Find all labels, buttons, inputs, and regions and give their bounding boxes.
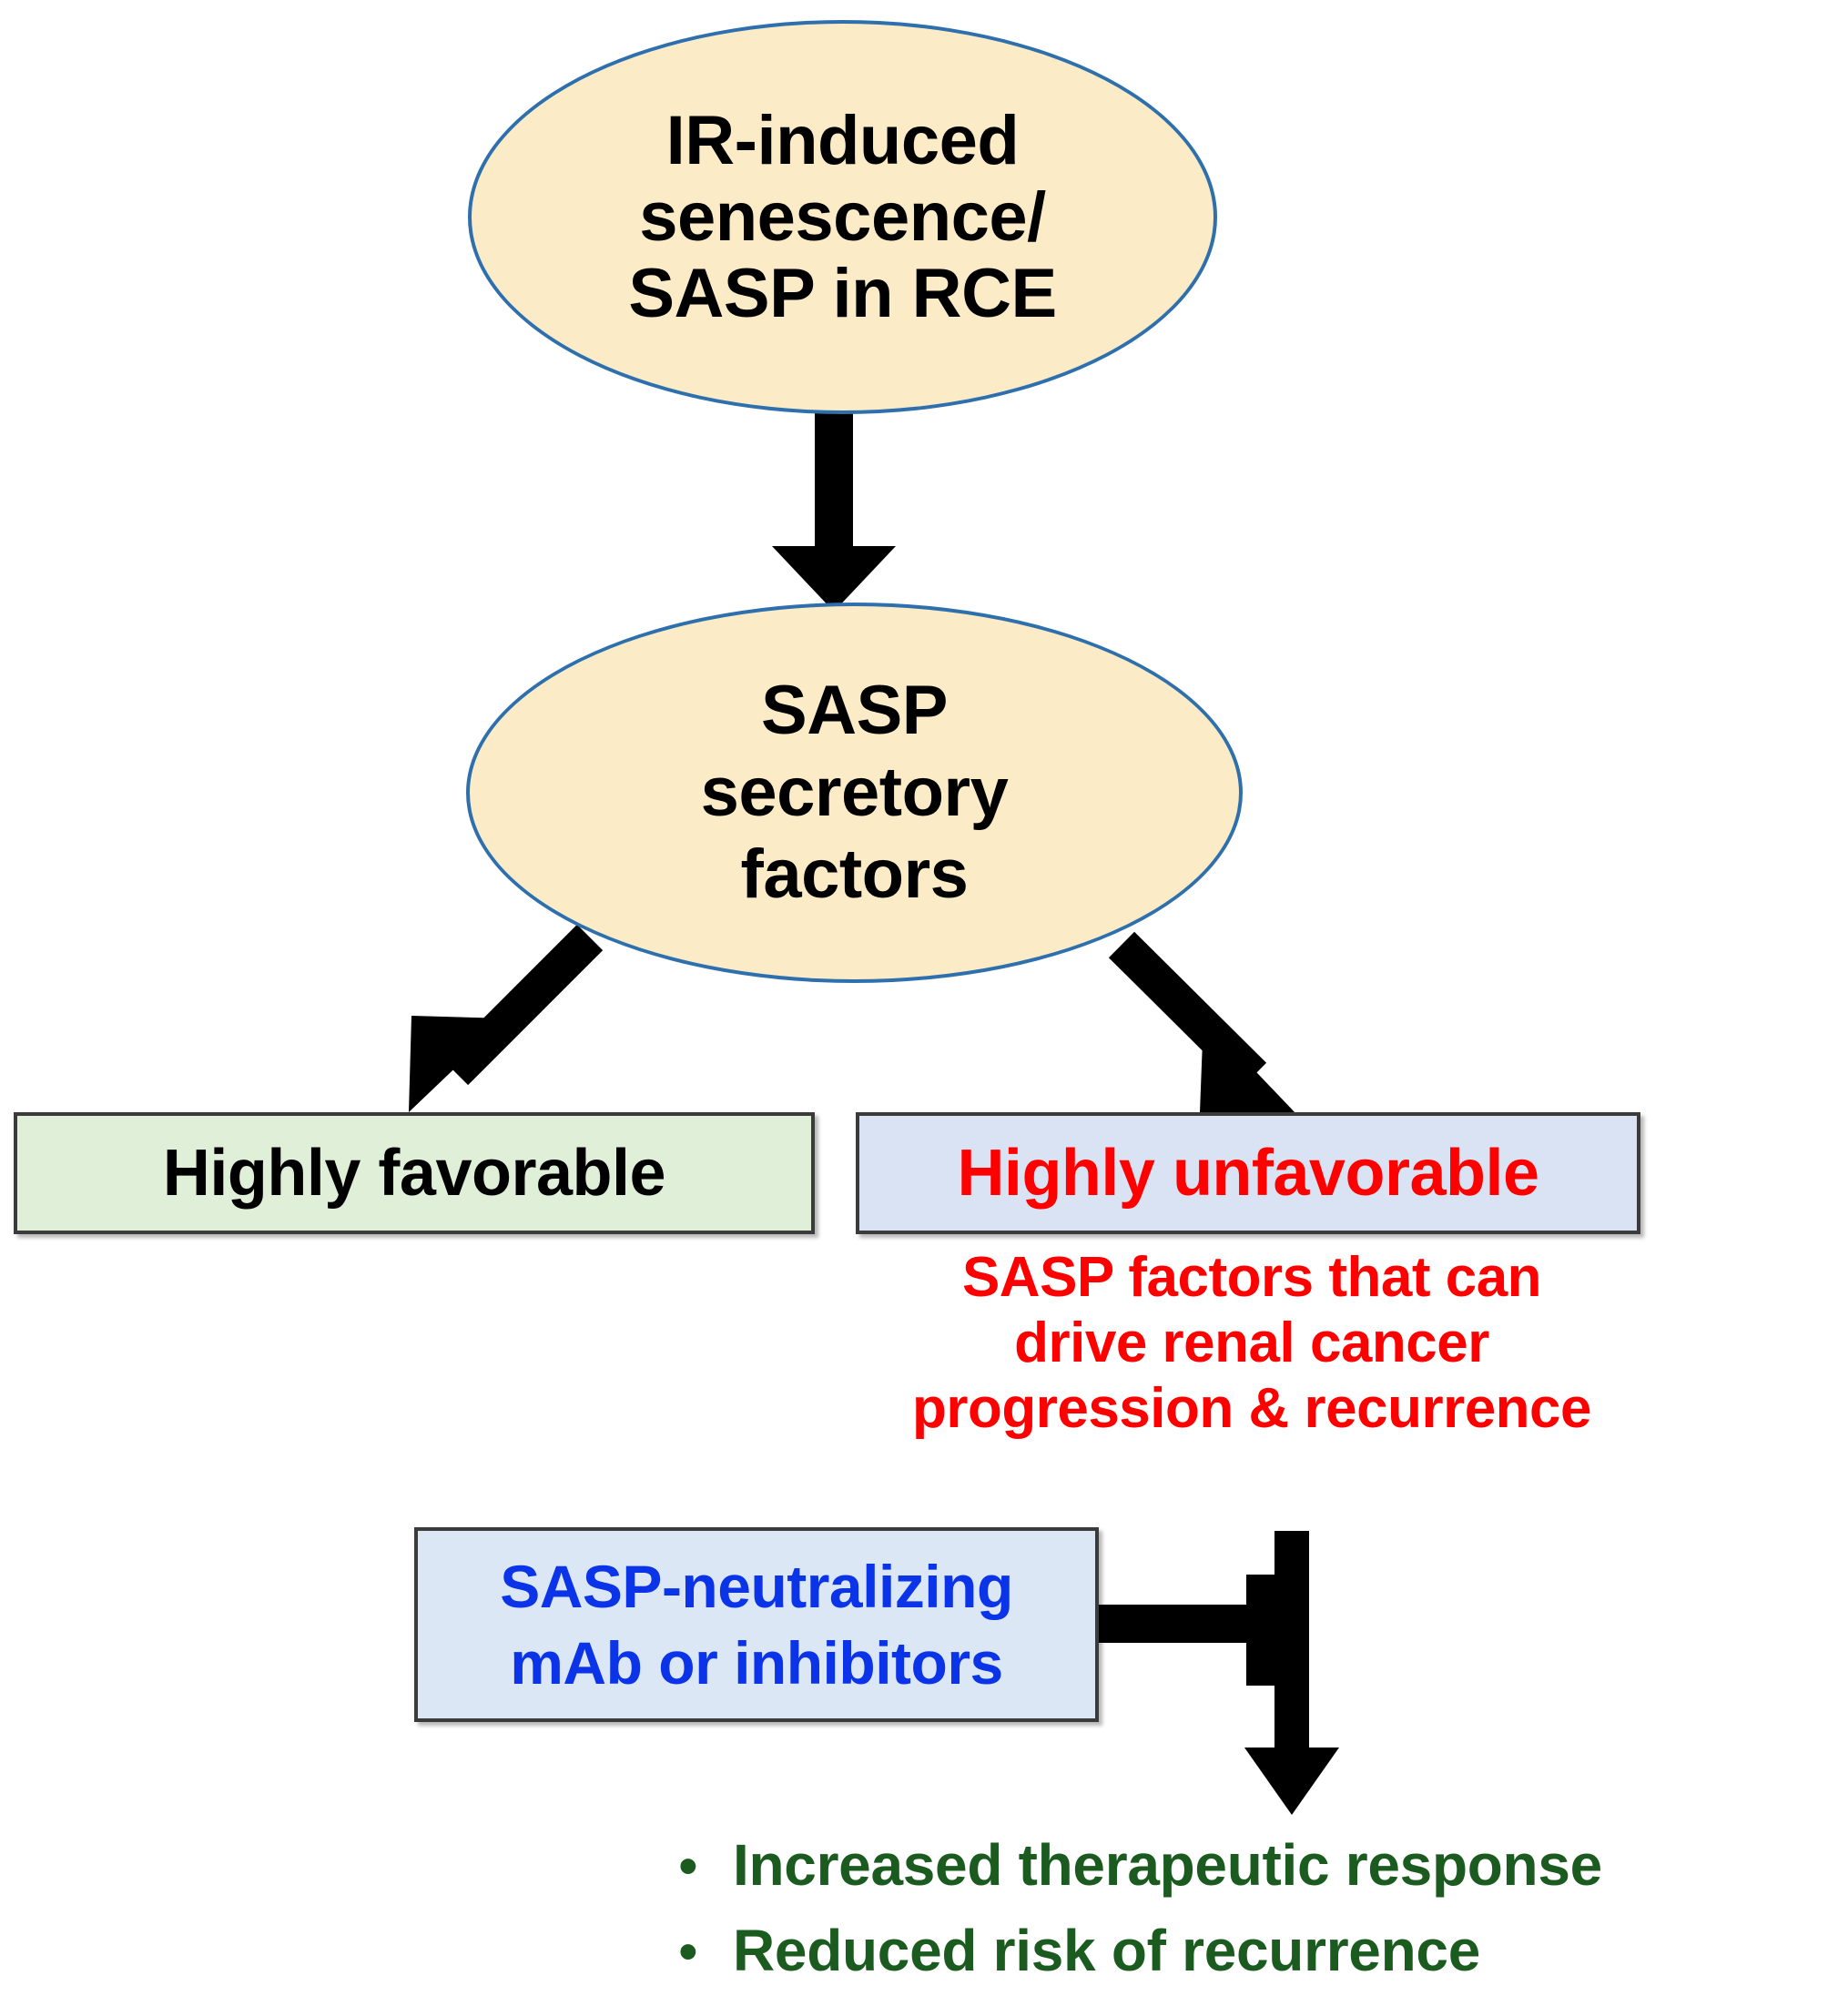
node-highly-favorable-label: Highly favorable [162, 1137, 666, 1210]
node-sasp-secretory-factors-label: SASP secretory factors [701, 670, 1009, 916]
node-line: senescence/ [639, 177, 1046, 256]
arrow-factors-to-unfavorable [1108, 931, 1296, 1114]
caption-line: SASP factors that can [961, 1246, 1542, 1309]
caption-line: progression & recurrence [911, 1377, 1592, 1440]
node-sasp-neutralizing-mab-label: SASP-neutralizing mAb or inhibitors [500, 1548, 1013, 1701]
outcome-label: Reduced risk of recurrence [733, 1918, 1480, 1983]
node-line: factors [740, 836, 969, 913]
node-line: mAb or inhibitors [510, 1629, 1003, 1697]
node-line: SASP in RCE [628, 254, 1057, 332]
node-highly-favorable[interactable]: Highly favorable [14, 1112, 815, 1234]
node-highly-unfavorable[interactable]: Highly unfavorable [856, 1112, 1640, 1234]
node-ir-induced-senescence[interactable]: IR-induced senescence/ SASP in RCE [468, 20, 1217, 414]
node-line: SASP-neutralizing [500, 1553, 1013, 1620]
arrow-to-outcomes [1244, 1531, 1339, 1815]
outcome-list: • Increased therapeutic response • Reduc… [678, 1829, 1834, 2001]
node-ir-induced-senescence-label: IR-induced senescence/ SASP in RCE [628, 101, 1057, 332]
arrow-source-to-factors [772, 411, 896, 612]
node-sasp-neutralizing-mab[interactable]: SASP-neutralizing mAb or inhibitors [414, 1527, 1099, 1722]
node-line: SASP [761, 672, 948, 749]
list-item: • Increased therapeutic response [678, 1829, 1834, 1902]
outcome-label: Increased therapeutic response [733, 1832, 1602, 1898]
list-item: • Reduced risk of recurrence [678, 1915, 1834, 1988]
unfavorable-caption: SASP factors that can drive renal cancer… [824, 1245, 1680, 1442]
caption-line: drive renal cancer [1014, 1312, 1489, 1374]
arrow-factors-to-favorable [409, 924, 604, 1112]
node-highly-unfavorable-label: Highly unfavorable [957, 1137, 1539, 1210]
bullet-icon: • [678, 1835, 698, 1898]
node-line: IR-induced [665, 101, 1020, 179]
node-line: secretory [700, 754, 1009, 831]
connector-inhibition-tbar [1097, 1575, 1277, 1686]
bullet-icon: • [678, 1920, 698, 1983]
node-sasp-secretory-factors[interactable]: SASP secretory factors [466, 603, 1243, 983]
